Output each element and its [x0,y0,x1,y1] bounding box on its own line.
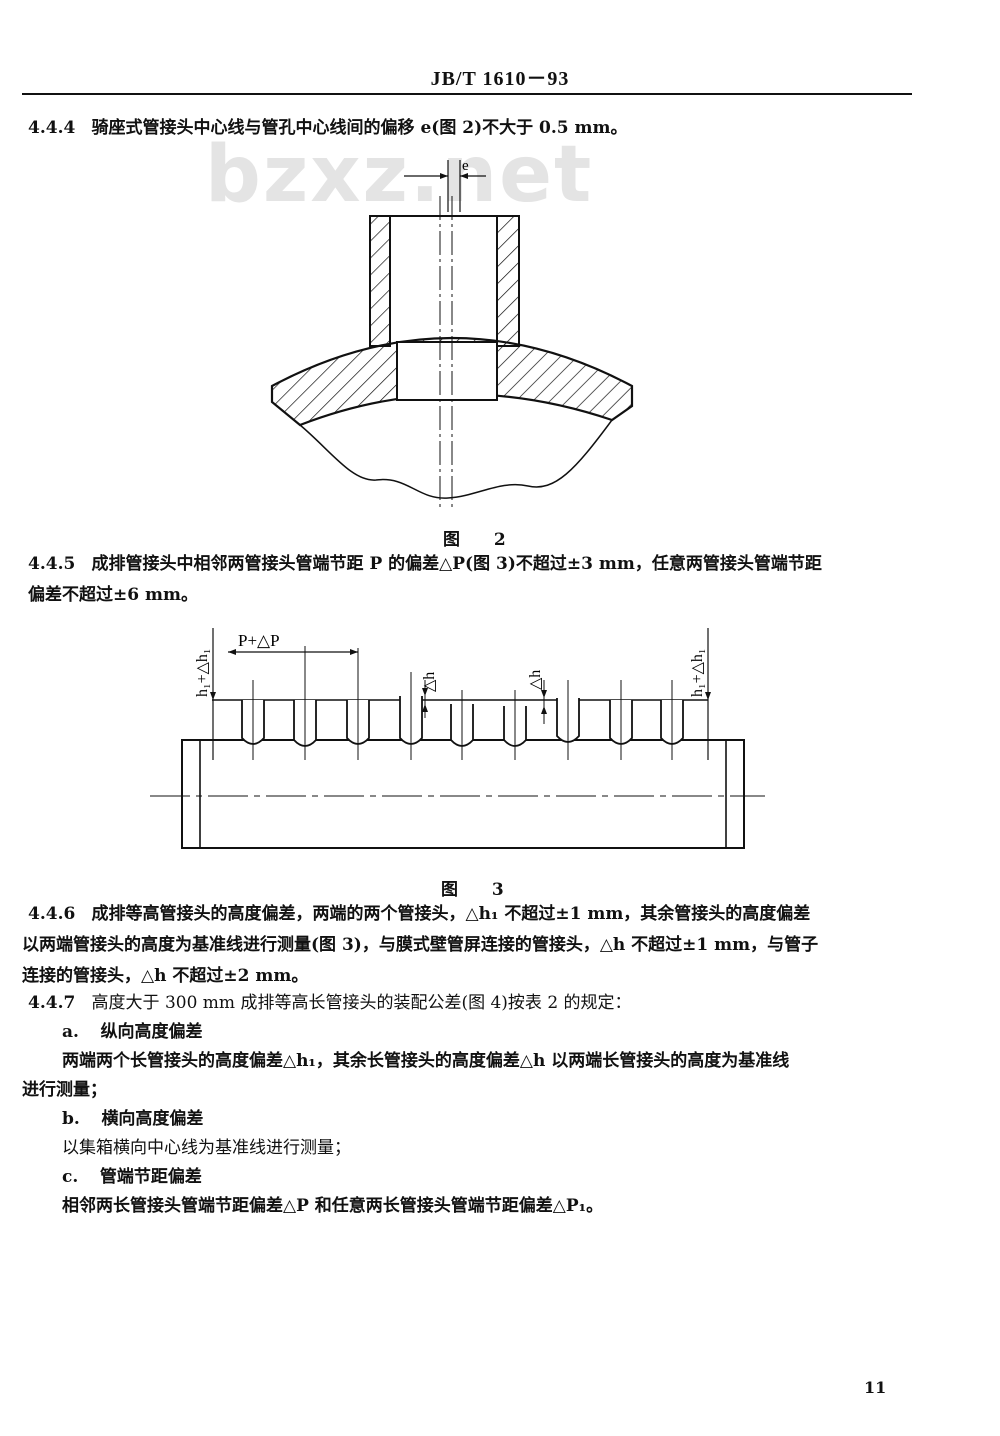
figure-3: P+△P h₁+△h₁ △h △h h₁+△h₁ [150,628,765,849]
item-b-label: b. [62,1109,80,1129]
item-a-text-line1: 两端两个长管接头的高度偏差△h₁，其余长管接头的高度偏差△h 以两端长管接头的高… [62,1051,790,1071]
item-c-title: 管端节距偏差 [99,1167,202,1187]
item-a-heading: a. 纵向高度偏差 [62,1017,203,1048]
section-text: 成排管接头中相邻两管接头管端节距 P 的偏差△P(图 3)不超过±3 mm，任意… [91,554,822,574]
section-4-4-6: 4.4.6 成排等高管接头的高度偏差，两端的两个管接头，△h₁ 不超过±1 mm… [28,899,810,930]
item-a-title: 纵向高度偏差 [100,1022,203,1042]
section-number: 4.4.4 [28,118,76,138]
label-h1-left: h₁+△h₁ [194,649,211,697]
section-text: 成排等高管接头的高度偏差，两端的两个管接头，△h₁ 不超过±1 mm，其余管接头… [91,904,811,924]
item-b-heading: b. 横向高度偏差 [62,1104,203,1135]
header-rule [22,93,912,95]
section-4-4-5-line2: 偏差不超过±6 mm。 [28,585,198,605]
label-h1-right: h₁+△h₁ [689,649,706,697]
section-4-4-6-line3: 连接的管接头，△h 不超过±2 mm。 [22,966,309,986]
figure-3-caption: 图 3 [441,880,518,900]
section-text: 骑座式管接头中心线与管孔中心线间的偏移 e(图 2)不大于 0.5 mm。 [91,118,628,138]
label-delta-h-2: △h [527,670,544,690]
item-a-text-line2: 进行测量； [22,1080,107,1100]
item-a-label: a. [62,1022,79,1042]
item-b-title: 横向高度偏差 [101,1109,204,1129]
label-e: e [462,158,469,174]
section-text: 高度大于 300 mm 成排等高长管接头的装配公差(图 4)按表 2 的规定： [91,993,632,1013]
section-4-4-5: 4.4.5 成排管接头中相邻两管接头管端节距 P 的偏差△P(图 3)不超过±3… [28,549,822,580]
item-c-label: c. [62,1167,79,1187]
section-number: 4.4.7 [28,993,76,1013]
item-c-text: 相邻两长管接头管端节距偏差△P 和任意两长管接头管端节距偏差△P₁。 [62,1196,604,1216]
item-c-heading: c. 管端节距偏差 [62,1162,202,1193]
section-4-4-7: 4.4.7 高度大于 300 mm 成排等高长管接头的装配公差(图 4)按表 2… [28,988,632,1019]
label-pitch: P+△P [238,631,280,650]
watermark: bzxz.net [205,130,594,220]
item-b-text: 以集箱横向中心线为基准线进行测量； [62,1138,351,1158]
page-number: 11 [864,1378,887,1397]
figure-2: e [270,158,634,510]
section-4-4-6-line2: 以两端管接头的高度为基准线进行测量(图 3)，与膜式壁管屏连接的管接头，△h 不… [22,935,819,955]
section-number: 4.4.5 [28,554,76,574]
section-4-4-4: 4.4.4 骑座式管接头中心线与管孔中心线间的偏移 e(图 2)不大于 0.5 … [28,113,628,144]
section-number: 4.4.6 [28,904,76,924]
figure-2-caption: 图 2 [443,530,520,550]
standard-number: JB/T 1610－93 [430,68,570,90]
label-delta-h-1: △h [421,672,438,692]
